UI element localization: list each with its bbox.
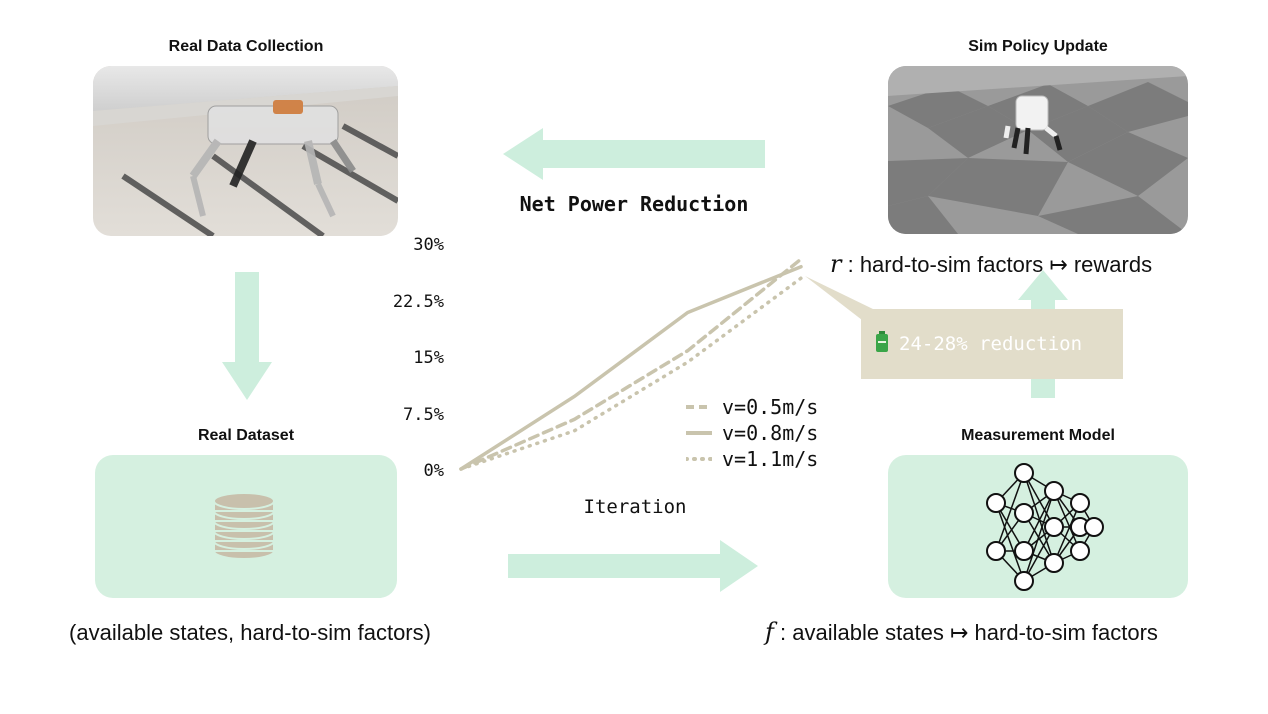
- chart-legend: v=0.5m/s v=0.8m/s v=1.1m/s: [686, 394, 818, 472]
- neural-network-icon: [986, 463, 1104, 591]
- series-line: [459, 264, 803, 471]
- y-tick-label: 30%: [413, 235, 444, 255]
- measurement-equation: f : available states ↦ hard-to-sim facto…: [765, 618, 1158, 646]
- measurement-model-title: Measurement Model: [961, 427, 1115, 444]
- callout-pointer: [805, 276, 875, 330]
- legend-item: v=0.5m/s: [686, 394, 818, 420]
- measurement-mapping: : available states ↦ hard-to-sim factors: [773, 620, 1158, 645]
- down-arrow: [222, 272, 272, 400]
- reward-variable: r: [830, 250, 842, 278]
- y-tick-label: 0%: [423, 461, 444, 481]
- measurement-model-box: [888, 455, 1188, 598]
- callout-box: 24-28% reduction: [861, 309, 1123, 379]
- legend-label: v=0.5m/s: [722, 395, 819, 419]
- battery-icon: [875, 330, 889, 358]
- right-arrow: [508, 540, 758, 592]
- real-dataset-box: [95, 455, 397, 598]
- y-tick-label: 7.5%: [403, 405, 444, 425]
- real-data-collection-title: Real Data Collection: [168, 38, 324, 55]
- power-reduction-chart: [459, 257, 803, 471]
- sim-policy-update-title: Sim Policy Update: [968, 38, 1108, 55]
- database-icon: [212, 491, 276, 566]
- series-line: [459, 257, 803, 471]
- net-power-reduction-label: Net Power Reduction: [519, 192, 749, 216]
- y-tick-label: 22.5%: [392, 292, 444, 312]
- reward-mapping: : hard-to-sim factors ↦ rewards: [841, 252, 1153, 277]
- legend-label: v=1.1m/s: [722, 447, 819, 471]
- measurement-variable: f: [765, 618, 774, 646]
- real-dataset-caption: (available states, hard-to-sim factors): [69, 620, 431, 645]
- real-robot-photo: [93, 66, 398, 236]
- sim-robot-image: [888, 66, 1188, 234]
- left-arrow: [503, 128, 765, 180]
- legend-item: v=1.1m/s: [686, 446, 818, 472]
- reward-equation: r : hard-to-sim factors ↦ rewards: [830, 250, 1152, 278]
- x-axis-label: Iteration: [583, 496, 687, 518]
- callout-text: 24-28% reduction: [899, 333, 1083, 355]
- y-tick-label: 15%: [413, 348, 444, 368]
- real-dataset-title: Real Dataset: [197, 427, 295, 444]
- legend-label: v=0.8m/s: [722, 421, 819, 445]
- series-line: [459, 276, 803, 471]
- legend-item: v=0.8m/s: [686, 420, 818, 446]
